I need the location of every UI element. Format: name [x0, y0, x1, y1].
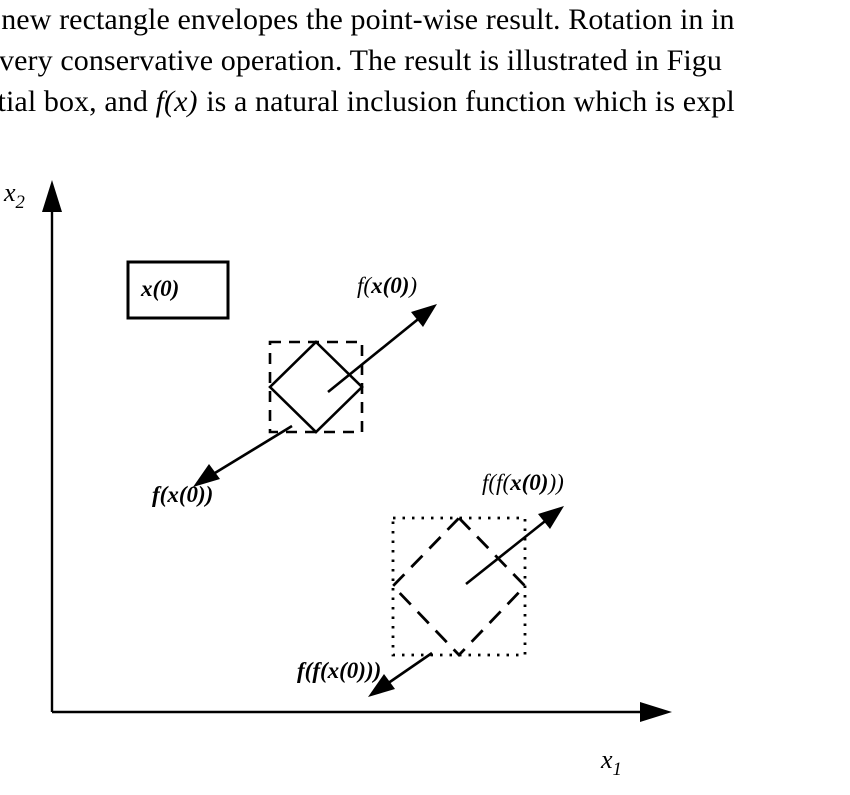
x-axis-label: x1: [601, 745, 622, 781]
x-axis-label-base: x: [601, 745, 613, 774]
axes-group: [42, 180, 672, 722]
y-axis-label-base: x: [4, 178, 16, 207]
initial-box-x0: [126, 260, 230, 320]
y-axis-arrowhead: [42, 180, 62, 212]
text-line-3: nitial box, and f(x) is a natural inclus…: [0, 85, 735, 119]
arrow-f-x0-inclusion: [327, 304, 437, 394]
label-f-f-x0-pointwise: f(f(x(0))): [297, 658, 381, 684]
first-enclosure-group: [268, 340, 364, 434]
label-f-x0-inclusion-arg: x(0): [371, 273, 410, 298]
figure-interval-rotation: x2 x1 x(0) f(x(0)) f(x(0)) f(f(x(0))) f(…: [0, 140, 850, 795]
x-axis-label-sub: 1: [612, 759, 622, 781]
text-line-2: a very conservative operation. The resul…: [0, 44, 722, 77]
y-axis-label: x2: [4, 178, 25, 214]
first-enclosure-box: [268, 340, 364, 434]
text-line-3-prefix: nitial box, and: [0, 85, 148, 118]
label-f-x0-pointwise-arg: x(0): [167, 482, 206, 507]
document-text-block: . new rectangle envelopes the point-wise…: [0, 0, 850, 140]
label-f-x0-pointwise-close: ): [205, 482, 214, 507]
label-f-x0-pointwise: f(x(0)): [152, 482, 213, 508]
initial-box-label: x(0): [141, 276, 180, 301]
x-axis-arrowhead: [640, 702, 672, 722]
figure-canvas: [42, 180, 672, 722]
arrow-f-f-x0-pointwise: [368, 651, 433, 697]
label-f-f-x0-pointwise-arg: x(0): [327, 658, 366, 683]
inline-math-fx: f(x): [155, 85, 198, 118]
label-f-f-x0-inclusion-close: )): [548, 470, 564, 495]
second-enclosure-group: [391, 515, 527, 658]
label-f-x0-inclusion-open: f(: [357, 273, 372, 298]
arrow-f-x0-pointwise: [193, 424, 293, 487]
second-rotated-box: [391, 515, 527, 658]
label-f-f-x0-inclusion: f(f(x(0))): [482, 470, 564, 496]
text-line-1: . new rectangle envelopes the point-wise…: [0, 3, 735, 36]
label-f-x0-pointwise-open: f(: [152, 482, 168, 507]
y-axis-label-sub: 2: [15, 192, 25, 214]
label-f-f-x0-inclusion-arg: x(0): [510, 470, 549, 495]
label-f-f-x0-pointwise-open: f(f(: [297, 658, 328, 683]
label-f-x0-inclusion: f(x(0)): [357, 273, 417, 299]
label-f-x0-inclusion-close: ): [409, 273, 418, 298]
first-rotated-box: [268, 340, 364, 434]
label-f-f-x0-inclusion-open: f(f(: [482, 470, 511, 495]
arrow-f-f-x0-inclusion: [465, 506, 564, 586]
label-f-f-x0-pointwise-close: )): [365, 658, 382, 683]
second-enclosure-box: [391, 516, 527, 657]
text-line-3-suffix: is a natural inclusion function which is…: [198, 85, 735, 118]
